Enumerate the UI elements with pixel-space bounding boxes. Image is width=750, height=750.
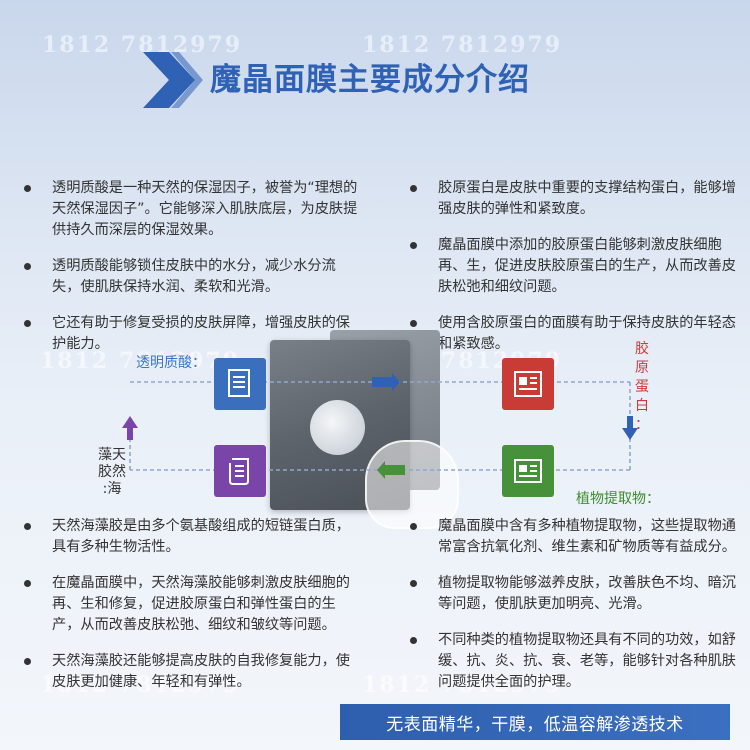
- list-item: 魔晶面膜中添加的胶原蛋白能够刺激皮肤细胞再、生，促进皮肤胶原蛋白的生产，从而改善…: [410, 235, 744, 298]
- news-icon: [502, 358, 554, 410]
- plant-extract-label: 植物提取物：: [576, 491, 660, 507]
- scroll-icon: [214, 445, 266, 497]
- list-item: 不同种类的植物提取物还具有不同的功效，如舒缓、抗、炎、抗、衰、老等，能够针对各种…: [410, 630, 744, 693]
- arrow-left-icon: [377, 461, 405, 479]
- arrow-down-icon: [622, 416, 638, 440]
- newspaper-icon: [502, 445, 554, 497]
- arrow-up-icon: [122, 416, 138, 440]
- arrow-right-icon: [372, 373, 400, 391]
- hyaluronic-acid-label: 透明质酸：: [136, 355, 206, 371]
- list-item: 魔晶面膜中含有多种植物提取物，这些提取物通常富含抗氧化剂、维生素和矿物质等有益成…: [410, 516, 744, 558]
- list-item: 透明质酸是一种天然的保湿因子，被誉为“理想的天然保湿因子”。它能够深入肌肤底层，…: [24, 178, 364, 241]
- plant-extract-list: 魔晶面膜中含有多种植物提取物，这些提取物通常富含抗氧化剂、维生素和矿物质等有益成…: [410, 516, 744, 708]
- watermark: 1812 7812979: [42, 32, 243, 58]
- document-icon: [214, 358, 266, 410]
- collagen-list: 胶原蛋白是皮肤中重要的支撑结构蛋白，能够增强皮肤的弹性和紧致度。 魔晶面膜中添加…: [410, 178, 744, 370]
- list-item: 在魔晶面膜中，天然海藻胶能够刺激皮肤细胞的再、生和修复，促进胶原蛋白和弹性蛋白的…: [24, 573, 364, 636]
- watermark: 1812 7812979: [40, 672, 241, 698]
- algae-label: 藻天 胶然 :海: [98, 447, 126, 497]
- list-item: 植物提取物能够滋养皮肤，改善肤色不均、暗沉等问题，使肌肤更加明亮、光滑。: [410, 573, 744, 615]
- list-item: 天然海藻胶还能够提高皮肤的自我修复能力，使皮肤更加健康、年轻和有弹性。: [24, 651, 364, 693]
- algae-list: 天然海藻胶是由多个氨基酸组成的短链蛋白质，具有多种生物活性。 在魔晶面膜中，天然…: [24, 516, 364, 708]
- list-item: 透明质酸能够锁住皮肤中的水分，减少水分流失，使肌肤保持水润、柔软和光滑。: [24, 256, 364, 298]
- list-item: 使用含胶原蛋白的面膜有助于保持皮肤的年轻态和紧致感。: [410, 313, 744, 355]
- watermark: 1812 7812979: [362, 32, 563, 58]
- list-item: 天然海藻胶是由多个氨基酸组成的短链蛋白质，具有多种生物活性。: [24, 516, 364, 558]
- list-item: 它还有助于修复受损的皮肤屏障，增强皮肤的保护能力。: [24, 313, 364, 355]
- product-face-illustration: [310, 400, 365, 455]
- watermark: 1812 7812979: [362, 672, 563, 698]
- technology-banner: 无表面精华，干膜，低温容解渗透技术: [340, 704, 730, 740]
- mask-illustration: [365, 440, 459, 529]
- collagen-label: 胶 原 蛋 白 ：: [635, 341, 649, 433]
- chevron-right-icon: [143, 52, 203, 108]
- list-item: 胶原蛋白是皮肤中重要的支撑结构蛋白，能够增强皮肤的弹性和紧致度。: [410, 178, 744, 220]
- watermark: 1812 7812979: [40, 348, 241, 374]
- page-title: 魔晶面膜主要成分介绍: [210, 62, 530, 98]
- hyaluronic-acid-list: 透明质酸是一种天然的保湿因子，被誉为“理想的天然保湿因子”。它能够深入肌肤底层，…: [24, 178, 364, 370]
